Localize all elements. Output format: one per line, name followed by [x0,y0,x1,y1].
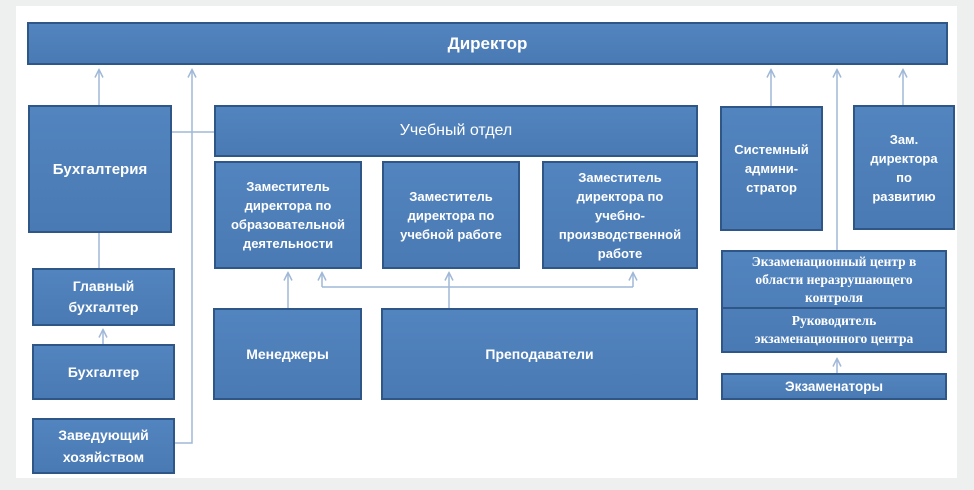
node-deputy-production: Заместитель директора по учебно- произво… [542,161,698,269]
node-facilities-manager-label: Заведующий хозяйством [58,427,149,465]
node-chief-accountant: Главный бухгалтер [32,268,175,326]
node-accountant-label: Бухгалтер [67,364,140,380]
node-director-label: Директор [447,33,528,53]
node-system-admin-label: Системный админи- стратор [734,142,809,195]
node-deputy-academic-label: Заместитель директора по учебной работе [400,188,502,242]
node-examiners: Экзаменаторы [721,373,947,400]
node-deputy-development-label: Зам. директора по развитию [870,131,938,204]
node-director: Директор [27,22,948,65]
node-accountant: Бухгалтер [32,344,175,400]
node-managers: Менеджеры [213,308,362,400]
node-chief-accountant-label: Главный бухгалтер [68,278,139,315]
node-teachers-label: Преподаватели [485,346,594,362]
node-teachers: Преподаватели [381,308,698,400]
node-deputy-educational-label: Заместитель директора по образовательной… [230,179,346,251]
node-deputy-production-label: Заместитель директора по учебно- произво… [558,169,682,261]
node-system-admin: Системный админи- стратор [720,106,823,231]
node-exam-center-head-label: Руководитель экзаменационного центра [754,313,914,346]
node-accounting-label: Бухгалтерия [52,160,148,178]
node-deputy-academic: Заместитель директора по учебной работе [382,161,520,269]
node-exam-center-group: Экзаменационный центр в области неразруш… [721,250,947,353]
node-education-department-label: Учебный отдел [399,122,513,139]
node-deputy-development: Зам. директора по развитию [853,105,955,230]
node-exam-center: Экзаменационный центр в области неразруш… [723,252,945,309]
node-deputy-educational: Заместитель директора по образовательной… [214,161,362,269]
node-accounting: Бухгалтерия [28,105,172,233]
node-managers-label: Менеджеры [246,346,329,362]
node-exam-center-head: Руководитель экзаменационного центра [723,309,945,351]
node-examiners-label: Экзаменаторы [784,379,883,394]
node-exam-center-label: Экзаменационный центр в области неразруш… [751,253,917,305]
node-facilities-manager: Заведующий хозяйством [32,418,175,474]
node-education-department: Учебный отдел [214,105,698,157]
